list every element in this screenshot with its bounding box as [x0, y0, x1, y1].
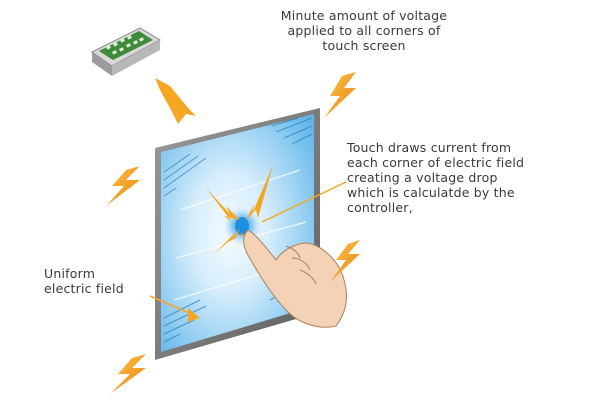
touch-note-label: Touch draws current from each corner of …: [347, 140, 525, 215]
lightning-bolt-icon: [110, 354, 146, 394]
lightning-bolt-icon: [330, 240, 360, 282]
lightning-bolt-icon: [106, 166, 140, 206]
pointing-hand-icon: [243, 229, 347, 328]
lightning-bolt-icon: [324, 72, 356, 118]
field-note-label: Uniform electric field: [44, 266, 124, 296]
voltage-note-label: Minute amount of voltage applied to all …: [280, 8, 448, 53]
field-note-arrowhead: [188, 308, 200, 322]
controller-chip-icon: [91, 27, 162, 76]
voltage-arrow: [155, 78, 196, 124]
touch-note-leader: [261, 181, 347, 223]
